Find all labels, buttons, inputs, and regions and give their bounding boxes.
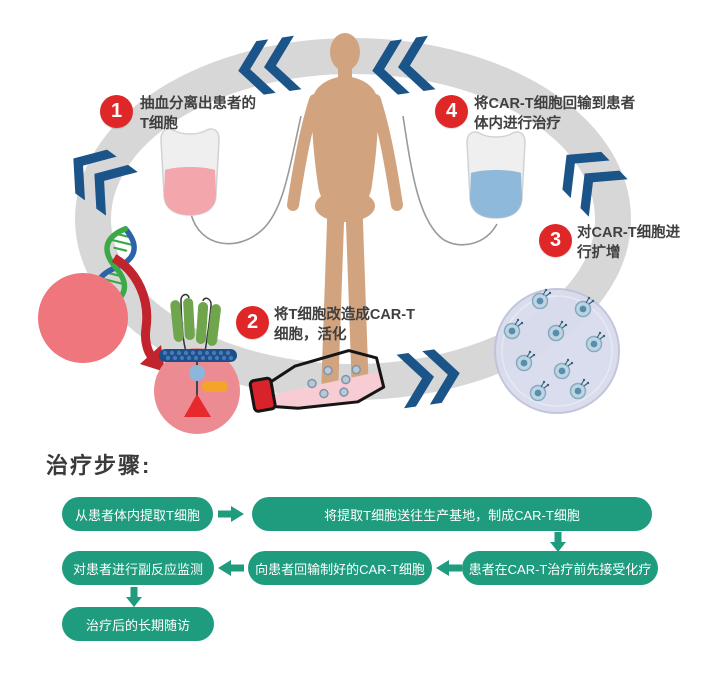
flow-node-side-effect-monitoring: 对患者进行副反应监测 [62, 551, 214, 585]
step-3-label: 对CAR-T细胞进 行扩增 [577, 223, 680, 264]
step-1-label-line1: 抽血分离出患者的 [140, 96, 256, 112]
transduction-arrow-icon [111, 254, 165, 372]
cycle-diagram [38, 33, 631, 434]
flow-arrow-left-2-icon [436, 560, 462, 576]
car-t-cell-icon [154, 293, 240, 434]
culture-flask-icon [248, 349, 386, 413]
flow-node-extract-t-cells: 从患者体内提取T细胞 [62, 497, 213, 531]
flow-arrow-down-1-icon [550, 532, 566, 552]
step-1-label-line2: T细胞 [140, 116, 178, 133]
human-body-icon [287, 33, 403, 395]
step-4-label-line1: 将CAR-T细胞回输到患者 [474, 96, 636, 112]
flow-node-manufacture-car-t: 将提取T细胞送往生产基地，制成CAR-T细胞 [252, 497, 652, 531]
flow-arrow-right-icon [218, 506, 244, 522]
step-1-badge: 1 [100, 95, 133, 128]
infusion-bag-icon [466, 131, 526, 219]
flow-arrow-down-2-icon [126, 587, 142, 607]
step-2-badge: 2 [236, 306, 269, 339]
t-cell-icon [38, 273, 128, 363]
flow-arrow-left-1-icon [218, 560, 244, 576]
step-1-label: 抽血分离出患者的 T细胞 [140, 94, 256, 135]
flow-node-infusion: 向患者回输制好的CAR-T细胞 [248, 551, 432, 585]
step-3-label-line1: 对CAR-T细胞进 [577, 225, 681, 241]
step-2-label-line1: 将T细胞改造成CAR-T [274, 307, 415, 323]
step-1-number: 1 [110, 100, 123, 122]
petri-dish-icon [494, 288, 620, 414]
step-2-number: 2 [246, 311, 259, 333]
blood-bag-icon [160, 128, 220, 216]
step-3-number: 3 [549, 229, 562, 251]
step-2-label-line2: 细胞，活化 [274, 327, 347, 344]
flow-node-long-term-follow-up: 治疗后的长期随访 [62, 607, 214, 641]
left-tube-icon [190, 115, 302, 245]
step-4-number: 4 [445, 100, 458, 122]
treatment-steps-heading: 治疗步骤: [46, 453, 152, 478]
step-4-badge: 4 [435, 95, 468, 128]
step-2-label: 将T细胞改造成CAR-T 细胞，活化 [274, 305, 415, 346]
step-3-badge: 3 [539, 224, 572, 257]
right-tube-icon [402, 115, 498, 246]
step-4-label: 将CAR-T细胞回输到患者 体内进行治疗 [474, 94, 635, 135]
step-3-label-line2: 行扩增 [577, 245, 621, 262]
flow-node-chemotherapy: 患者在CAR-T治疗前先接受化疗 [462, 551, 658, 585]
step-4-label-line2: 体内进行治疗 [474, 116, 561, 133]
